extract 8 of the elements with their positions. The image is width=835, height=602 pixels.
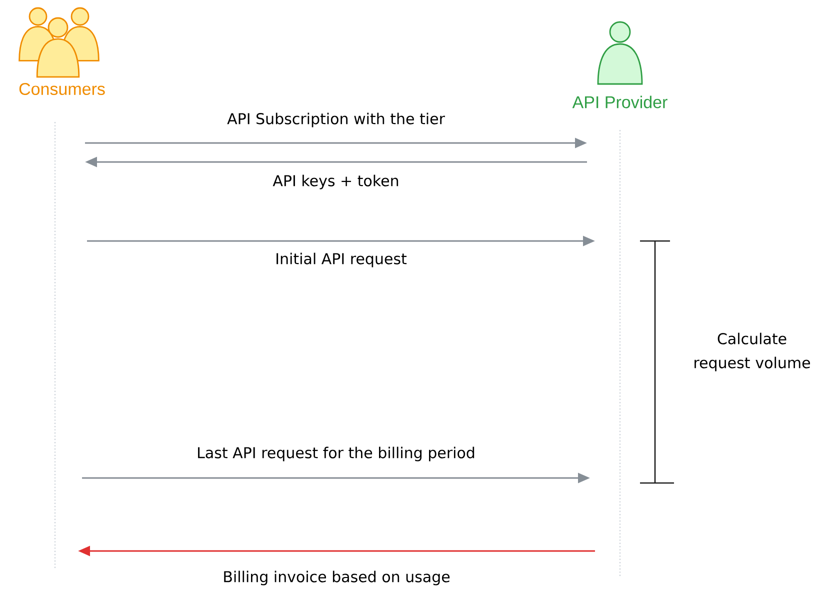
edge-label: Last API request for the billing period [196,446,476,462]
actor-label: API Provider [572,96,668,108]
edge-label: API keys + token [272,174,400,190]
edge-label: API Subscription with the tier [226,112,446,128]
note: Calculate request volume [694,332,810,372]
actor-label: Consumers [19,82,105,96]
edge-label: Initial API request [274,252,408,268]
edge-label: Billing invoice based on usage [222,570,452,586]
